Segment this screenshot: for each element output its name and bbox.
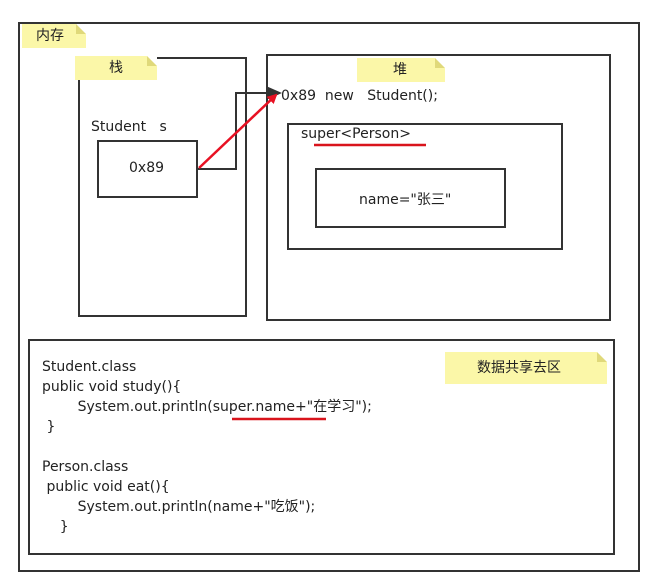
- code-line-8: System.out.println(name+"吃饭");: [42, 499, 316, 515]
- code-line-9: }: [42, 519, 69, 535]
- memory-label: 内存: [22, 24, 86, 48]
- field-box: [315, 168, 506, 228]
- stack-variable-declaration: Student s: [91, 119, 167, 135]
- stack-reference-box: [97, 140, 198, 198]
- heap-object-line: 0x89 new Student();: [281, 88, 438, 104]
- code-line-7: public void eat(){: [42, 479, 170, 495]
- code-line-2: public void study(){: [42, 379, 182, 395]
- reference-connector: [198, 92, 270, 170]
- heap-label: 堆: [357, 58, 445, 82]
- red-pointer-arrow: [198, 93, 278, 169]
- method-area-label: 数据共享去区: [445, 352, 607, 384]
- code-line-1: Student.class: [42, 359, 137, 375]
- stack-label: 栈: [75, 56, 157, 80]
- code-line-3: System.out.println(super.name+"在学习");: [42, 399, 372, 415]
- code-line-6: Person.class: [42, 459, 129, 475]
- stack-reference-value: 0x89: [129, 160, 165, 176]
- code-line-4: }: [42, 419, 56, 435]
- super-label: super<Person>: [301, 126, 411, 142]
- field-value: name="张三": [359, 192, 452, 208]
